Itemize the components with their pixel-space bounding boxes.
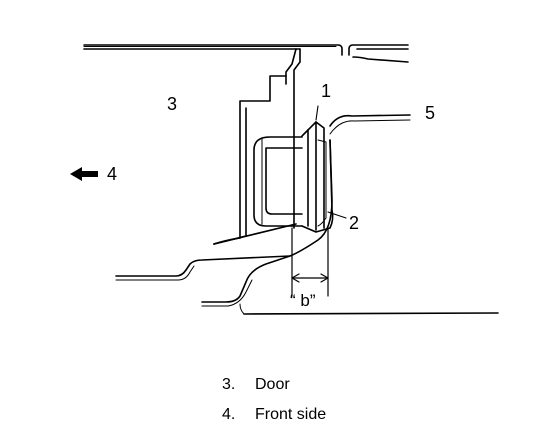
weatherstrip-bulb <box>253 136 303 227</box>
leader-2 <box>327 211 347 219</box>
sill-line <box>239 303 499 315</box>
dimension-b-label: “ b” <box>290 291 316 310</box>
callout-2: 2 <box>349 213 359 233</box>
door-panel <box>213 48 301 245</box>
legend-item-door: 3. Door <box>222 370 326 400</box>
seal-part-1 <box>301 121 334 233</box>
body-outer-skin <box>201 114 411 307</box>
body-top-panel <box>83 44 409 63</box>
callout-3: 3 <box>167 94 177 114</box>
dimension-b <box>291 227 329 297</box>
arrow-left-icon <box>70 167 98 181</box>
leader-lines <box>315 105 347 219</box>
door-lower-line <box>115 255 291 281</box>
legend: 3. Door 4. Front side <box>222 370 326 430</box>
legend-number: 4. <box>222 406 236 423</box>
callout-1: 1 <box>321 81 331 101</box>
leader-1 <box>315 105 319 121</box>
callout-4: 4 <box>107 164 117 184</box>
legend-item-front-side: 4. Front side <box>222 400 326 430</box>
legend-text: Door <box>255 376 290 393</box>
legend-number: 3. <box>222 376 236 393</box>
callout-5: 5 <box>425 103 435 123</box>
legend-text: Front side <box>255 406 327 423</box>
